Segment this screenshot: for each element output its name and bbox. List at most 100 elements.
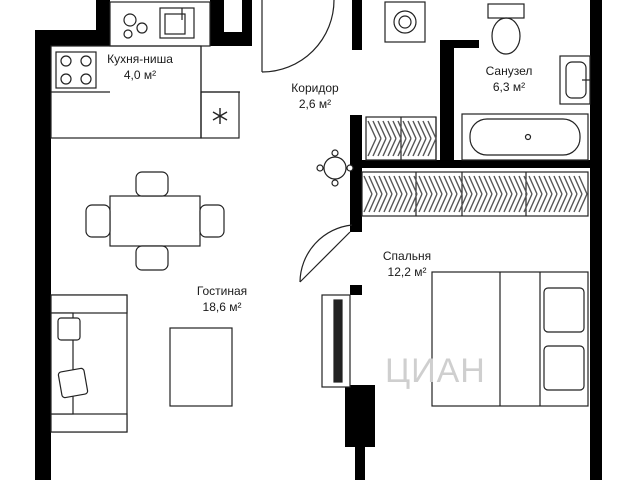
bedroom-door — [299, 224, 353, 283]
wardrobe-top-hatching — [367, 120, 437, 157]
bathroom-name: Санузел — [485, 64, 533, 78]
watermark-logo: ЦИАН — [385, 352, 486, 390]
hanger-line — [403, 175, 413, 195]
hanger-line — [468, 193, 478, 213]
hanger-line — [488, 193, 498, 213]
hanger-line — [438, 193, 448, 213]
hanger-line — [438, 175, 448, 195]
hanger-line — [388, 193, 398, 213]
wall-entry-right-stub — [352, 0, 362, 50]
hanger-line — [483, 175, 493, 195]
wall-corridor-left-stub — [242, 0, 252, 46]
kitchen-name: Кухня-ниша — [107, 52, 173, 66]
hanger-line — [568, 193, 578, 213]
kitchen-area: 4,0 м² — [123, 68, 157, 82]
wall-kitchen-niche-left — [96, 0, 110, 46]
hanger-line — [367, 120, 377, 139]
hanger-line — [427, 138, 437, 157]
stove-icon — [55, 51, 97, 89]
hanger-line — [503, 193, 513, 213]
hanger-line — [493, 193, 503, 213]
hanger-line — [543, 175, 553, 195]
hanger-line — [533, 175, 543, 195]
room-label-bathroom: Санузел 6,3 м² — [439, 63, 579, 95]
hanger-line — [533, 193, 543, 213]
hanger-line — [578, 193, 588, 213]
hanger-line — [422, 138, 432, 157]
hanger-line — [453, 193, 463, 213]
hanger-line — [372, 138, 382, 157]
hanger-line — [417, 120, 427, 139]
hanger-line — [407, 138, 417, 157]
hanger-line — [413, 193, 423, 213]
hanger-line — [363, 175, 373, 195]
bathroom-area: 6,3 м² — [492, 80, 526, 94]
hanger-line — [367, 138, 377, 157]
hanger-line — [468, 175, 478, 195]
hanger-line — [368, 175, 378, 195]
hanger-line — [393, 175, 403, 195]
hanger-line — [407, 120, 417, 139]
hanger-line — [427, 120, 437, 139]
hanger-line — [412, 138, 422, 157]
hanger-line — [508, 175, 518, 195]
room-label-bedroom: Спальня 12,2 м² — [337, 248, 477, 280]
hanger-line — [518, 193, 528, 213]
hanger-line — [548, 193, 558, 213]
toilet-icon — [487, 3, 525, 55]
hanger-line — [443, 193, 453, 213]
room-label-living: Гостиная 18,6 м² — [152, 283, 292, 315]
dining-table — [109, 195, 201, 247]
hanger-line — [412, 120, 422, 139]
hanger-line — [393, 193, 403, 213]
hanger-line — [443, 175, 453, 195]
hanger-line — [433, 193, 443, 213]
hanger-line — [383, 193, 393, 213]
bedroom-area: 12,2 м² — [387, 265, 427, 279]
living-area: 18,6 м² — [202, 300, 242, 314]
hanger-line — [503, 175, 513, 195]
hanger-line — [382, 120, 392, 139]
fridge-snowflake-icon — [212, 108, 228, 124]
hanger-line — [403, 193, 413, 213]
wall-bath-internal — [440, 40, 454, 160]
hanger-line — [488, 175, 498, 195]
hanger-line — [478, 175, 488, 195]
hanger-line — [568, 175, 578, 195]
hanger-line — [458, 193, 468, 213]
wall-corridor-top-left — [210, 32, 246, 46]
wall-bath-bottom — [362, 160, 602, 168]
walls — [35, 0, 602, 480]
hanger-line — [428, 193, 438, 213]
hanger-line — [377, 120, 387, 139]
hanger-line — [423, 175, 433, 195]
hanger-line — [553, 193, 563, 213]
hanger-line — [418, 193, 428, 213]
hanger-line — [408, 175, 418, 195]
hanger-line — [508, 193, 518, 213]
entrance-door — [261, 0, 335, 73]
hanger-line — [528, 193, 538, 213]
hanger-line — [473, 193, 483, 213]
hanger-line — [383, 175, 393, 195]
bathtub-icon — [461, 113, 589, 161]
hanger-line — [513, 175, 523, 195]
bedroom-name: Спальня — [382, 249, 432, 263]
hanger-line — [458, 175, 468, 195]
hanger-line — [372, 120, 382, 139]
hanger-line — [392, 120, 402, 139]
washbasin-icon — [559, 55, 591, 105]
hanger-line — [538, 193, 548, 213]
hanger-line — [523, 193, 533, 213]
hanger-line — [498, 175, 508, 195]
hanger-line — [478, 193, 488, 213]
hanger-line — [377, 138, 387, 157]
hanger-line — [448, 193, 458, 213]
hanger-line — [578, 175, 588, 195]
hanger-line — [513, 193, 523, 213]
hanger-line — [483, 193, 493, 213]
dishes-icon — [123, 13, 148, 39]
living-name: Гостиная — [196, 284, 248, 298]
wall-north-kitchen-left — [35, 30, 110, 46]
